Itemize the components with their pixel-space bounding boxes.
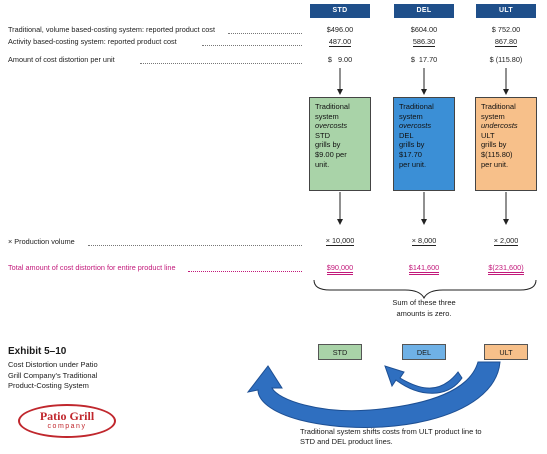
column-header-ult: ULT — [476, 4, 536, 18]
box-line: undercosts — [481, 121, 518, 131]
box-line: grills by — [399, 140, 425, 150]
sum-bracket — [313, 279, 537, 300]
exhibit-caption: Exhibit 5–10 Cost Distortion under Patio… — [8, 346, 98, 392]
total-del: $141,600 — [394, 263, 454, 275]
box-line: per unit. — [399, 159, 427, 169]
shift-note-line: Traditional system shifts costs from ULT… — [300, 427, 482, 436]
total-ult-value: $(231,600) — [488, 263, 524, 275]
distortion-ult: $ (115.80) — [489, 55, 523, 64]
distortion-std: $ 9.00 — [327, 55, 353, 64]
shift-arrow-small — [384, 365, 463, 394]
exhibit-caption-line: Grill Company's Traditional — [8, 370, 98, 380]
sum-note: Sum of these three amounts is zero. — [364, 298, 484, 319]
box-line: system — [399, 111, 423, 121]
box-line: grills by — [315, 140, 341, 150]
leader-dots — [140, 63, 302, 64]
box-line: system — [481, 111, 505, 121]
leader-dots — [188, 271, 302, 272]
column-header-std: STD — [310, 4, 370, 18]
box-std: Traditional system overcosts STD grills … — [309, 97, 371, 191]
box-line: Traditional — [399, 102, 434, 111]
distortion-label: Amount of cost distortion per unit — [8, 55, 115, 64]
traditional-std: $496.00 — [326, 25, 354, 34]
leader-dots — [202, 45, 302, 46]
box-line: per unit. — [481, 159, 509, 169]
volume-label: × Production volume — [8, 237, 75, 246]
total-std-value: $90,000 — [326, 263, 354, 275]
box-line: overcosts — [399, 121, 432, 131]
tab-del: DEL — [402, 344, 446, 360]
shift-note-line: STD and DEL product lines. — [300, 437, 393, 446]
abc-ult-value: 867.80 — [494, 37, 518, 47]
volume-std-value: × 10,000 — [325, 236, 355, 246]
abc-del: 586.30 — [394, 37, 454, 47]
exhibit-caption-line: Cost Distortion under Patio — [8, 360, 98, 369]
shift-note: Traditional system shifts costs from ULT… — [300, 427, 482, 447]
total-std: $90,000 — [310, 263, 370, 275]
volume-ult-value: × 2,000 — [493, 236, 519, 246]
box-ult: Traditional system undercosts ULT grills… — [475, 97, 537, 191]
leader-dots — [228, 33, 302, 34]
exhibit-title: Exhibit 5–10 — [8, 346, 67, 357]
column-header-del: DEL — [394, 4, 454, 18]
box-line: $9.00 per — [315, 149, 347, 159]
patio-grill-logo: Patio Grill company — [18, 404, 116, 438]
abc-ult: 867.80 — [476, 37, 536, 47]
volume-ult: × 2,000 — [476, 236, 536, 246]
box-line: grills by — [481, 140, 507, 150]
box-line: Traditional — [315, 102, 350, 111]
abc-del-value: 586.30 — [412, 37, 436, 47]
box-line: unit. — [315, 159, 330, 169]
tab-std: STD — [318, 344, 362, 360]
box-line: $17.70 — [399, 149, 422, 159]
distortion-del: $ 17.70 — [410, 55, 438, 64]
box-del: Traditional system overcosts DEL grills … — [393, 97, 455, 191]
traditional-del: $604.00 — [410, 25, 438, 34]
sum-note-line: amounts is zero. — [396, 308, 452, 318]
tab-ult: ULT — [484, 344, 528, 360]
leader-dots — [88, 245, 302, 246]
box-line: STD — [315, 130, 330, 140]
abc-cost-label: Activity based-costing system: reported … — [8, 37, 177, 46]
abc-std-value: 487.00 — [328, 37, 352, 47]
box-line: ULT — [481, 130, 495, 140]
box-line: overcosts — [315, 121, 348, 131]
logo-subtitle: company — [47, 423, 87, 430]
volume-del: × 8,000 — [394, 236, 454, 246]
box-line: Traditional — [481, 102, 516, 111]
total-ult: $(231,600) — [476, 263, 536, 275]
box-line: $(115.80) — [481, 149, 513, 159]
box-line: system — [315, 111, 339, 121]
total-label: Total amount of cost distortion for enti… — [8, 263, 176, 272]
volume-del-value: × 8,000 — [411, 236, 437, 246]
abc-std: 487.00 — [310, 37, 370, 47]
exhibit-caption-line: Product-Costing System — [8, 381, 89, 390]
volume-std: × 10,000 — [310, 236, 370, 246]
traditional-ult: $ 752.00 — [491, 25, 521, 34]
box-line: DEL — [399, 130, 414, 140]
total-del-value: $141,600 — [408, 263, 440, 275]
sum-note-line: Sum of these three — [392, 298, 456, 307]
shift-arrow-large — [246, 361, 501, 429]
logo-name: Patio Grill — [39, 409, 95, 423]
traditional-cost-label: Traditional, volume based-costing system… — [8, 25, 215, 34]
